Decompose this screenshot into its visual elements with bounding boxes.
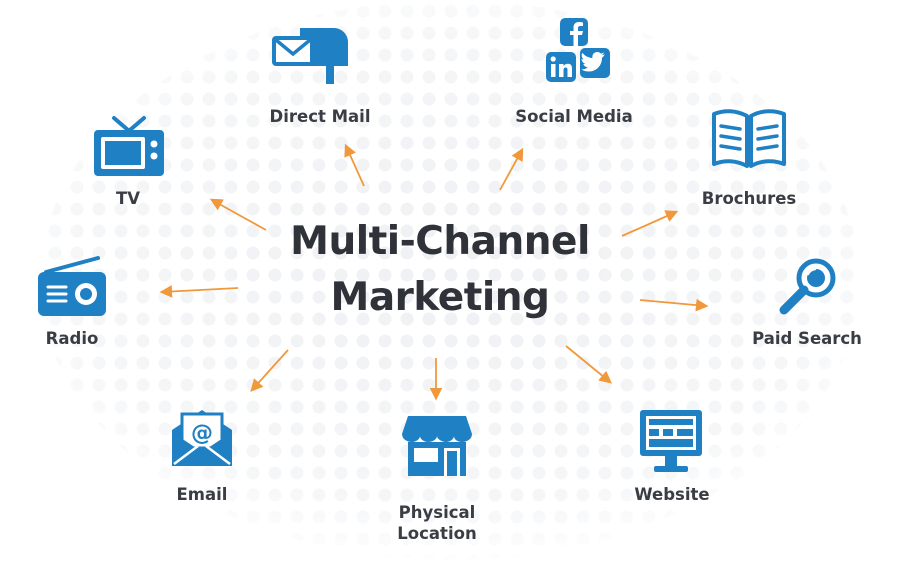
mailbox-icon: [272, 28, 348, 84]
label-direct-mail: Direct Mail: [269, 107, 371, 126]
arrow-paid-search: [639, 298, 709, 312]
arrow-website: [565, 345, 612, 384]
social-media-icon: [546, 18, 610, 82]
label-tv: TV: [115, 189, 141, 208]
label-physical-location: Physical Location: [380, 502, 494, 544]
label-website: Website: [634, 485, 710, 504]
email-icon: @: [172, 410, 232, 466]
arrow-email: [250, 349, 289, 392]
diagram-title: Multi-Channel Marketing: [200, 214, 680, 326]
label-physical-line-2: Location: [397, 524, 477, 543]
svg-text:@: @: [191, 421, 213, 446]
label-email: Email: [176, 485, 228, 504]
brochure-icon: [712, 109, 786, 168]
monitor-icon: [640, 410, 702, 472]
arrow-social-media: [499, 147, 524, 191]
label-brochures: Brochures: [701, 189, 797, 208]
arrow-direct-mail: [344, 143, 365, 187]
tv-icon: [94, 116, 164, 176]
arrow-tv: [209, 198, 267, 231]
label-physical-line-1: Physical: [398, 503, 476, 522]
magnifier-icon: [779, 258, 836, 315]
label-radio: Radio: [45, 329, 99, 348]
label-social-media: Social Media: [515, 107, 633, 126]
title-line-2: Marketing: [330, 275, 550, 320]
arrow-radio: [159, 285, 239, 298]
radio-icon: [38, 256, 106, 316]
title-line-1: Multi-Channel: [290, 219, 590, 264]
label-paid-search: Paid Search: [752, 329, 862, 348]
storefront-icon: [402, 416, 472, 476]
arrow-brochures: [621, 210, 679, 237]
